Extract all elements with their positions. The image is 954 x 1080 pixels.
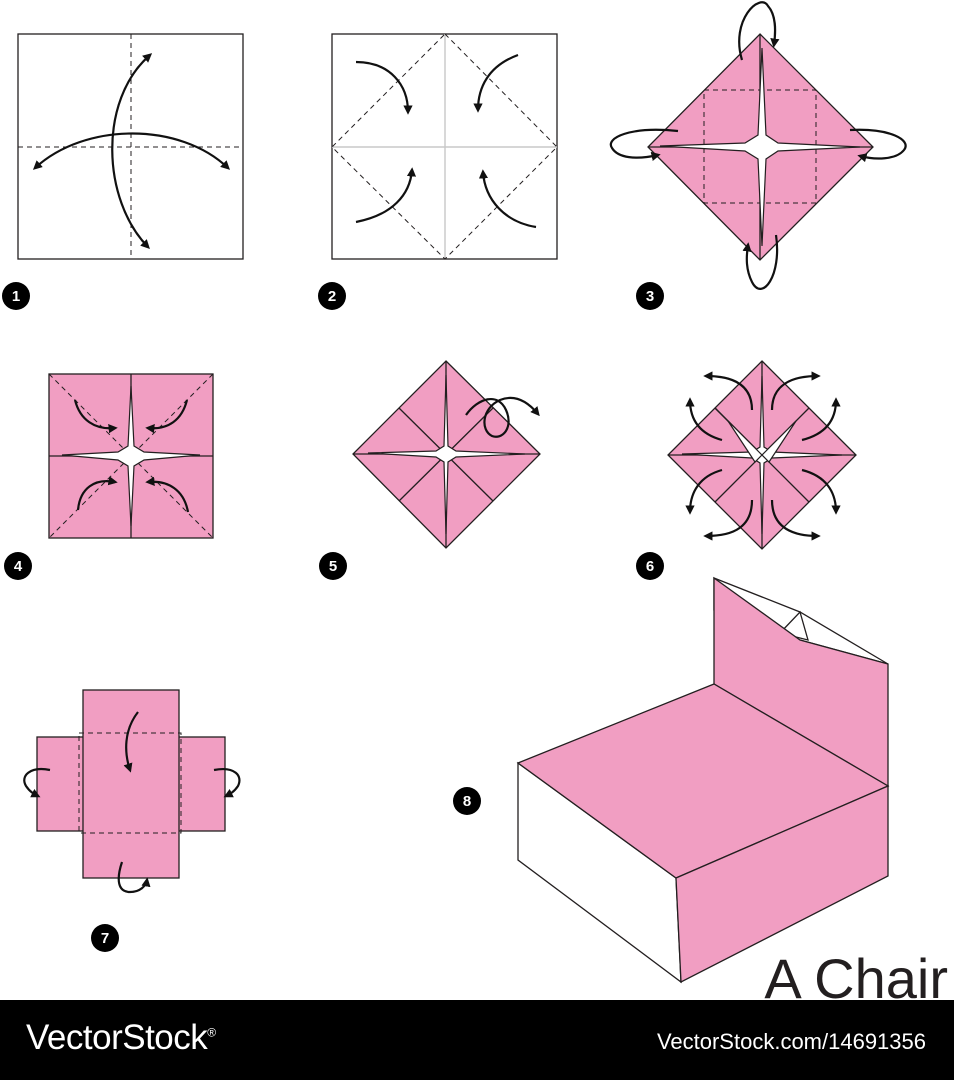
registered-mark: ® <box>207 1025 216 1040</box>
step-2-badge: 2 <box>318 282 346 310</box>
step-3-diagram <box>609 1 907 290</box>
vectorstock-logo: VectorStock® <box>26 1018 216 1058</box>
step-4-diagram <box>48 373 214 539</box>
step-5-badge: 5 <box>319 552 347 580</box>
step-7-diagram <box>23 689 241 894</box>
step-5-diagram <box>352 360 541 549</box>
step-2-number: 2 <box>328 288 336 305</box>
step-7-number: 7 <box>101 930 109 947</box>
brand-name: VectorStock <box>26 1018 208 1057</box>
diagram-title: A Chair <box>764 947 948 1000</box>
step-8-chair <box>516 576 890 984</box>
step-8-badge: 8 <box>453 787 481 815</box>
step-1-number: 1 <box>12 288 20 305</box>
step-7-badge: 7 <box>91 924 119 952</box>
step-1-diagram <box>17 33 244 260</box>
step-8-number: 8 <box>463 793 471 810</box>
step-3-number: 3 <box>646 288 654 305</box>
stock-footer: VectorStock® VectorStock.com/14691356 <box>0 1000 954 1080</box>
step-6-badge: 6 <box>636 552 664 580</box>
step-6-diagram <box>667 360 857 550</box>
step-2-diagram <box>331 33 558 260</box>
step-4-badge: 4 <box>4 552 32 580</box>
image-reference: VectorStock.com/14691356 <box>656 1029 926 1054</box>
step-6-number: 6 <box>646 558 654 575</box>
step-1-badge: 1 <box>2 282 30 310</box>
origami-instructions-diagram: 1 2 3 <box>2 1 948 1000</box>
step-5-number: 5 <box>329 558 337 575</box>
step-3-badge: 3 <box>636 282 664 310</box>
step-4-number: 4 <box>14 558 23 575</box>
